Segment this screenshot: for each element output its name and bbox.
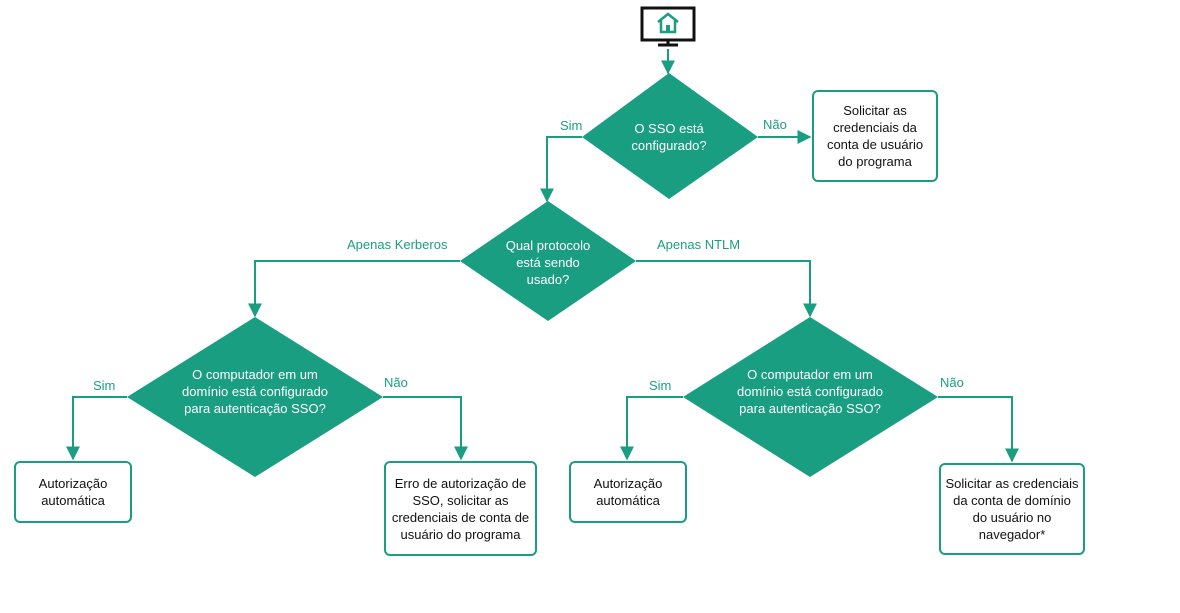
box-domain-credentials: Solicitar as credenciais da conta de domí… xyxy=(939,463,1085,555)
text-line: automática xyxy=(41,493,105,508)
text-line: SSO, solicitar as xyxy=(412,492,509,508)
edge-kerberos-only xyxy=(248,260,460,318)
text-line: usuário do programa xyxy=(400,526,521,542)
text-line: domínio está configurado xyxy=(182,383,328,399)
box-auto-auth-right: Autorização automática xyxy=(569,461,687,523)
decision-sso-configured xyxy=(582,73,758,199)
decision-domain-ntlm xyxy=(683,317,938,477)
box-auto-auth-left: Autorização automática xyxy=(14,461,132,523)
text-line: da conta de domínio xyxy=(953,493,1071,508)
text-line: do usuário no xyxy=(972,510,1052,525)
edge-label-ntlm-no: Não xyxy=(940,375,964,390)
connectors xyxy=(66,49,1019,463)
edge-ntlm-yes xyxy=(620,396,683,461)
monitor-home-icon xyxy=(640,6,696,47)
edge-ntlm-no xyxy=(938,396,1019,463)
text-line: O computador em um xyxy=(747,366,873,382)
decision-protocol xyxy=(460,201,636,321)
edge-sso-yes xyxy=(540,136,582,203)
edge-label-sso-no: Não xyxy=(763,117,787,132)
text-line: do programa xyxy=(838,154,912,169)
text-line: automática xyxy=(596,493,660,508)
text-line: está sendo xyxy=(516,254,580,270)
text-line: Autorização xyxy=(593,476,663,491)
text-line: domínio está configurado xyxy=(737,383,883,399)
text-line: usado? xyxy=(526,271,570,287)
text-line: Autorização xyxy=(38,476,108,491)
edge-label-kerberos-only: Apenas Kerberos xyxy=(347,237,448,252)
text-line: configurado? xyxy=(631,138,707,153)
text-line: Qual protocolo xyxy=(505,237,591,253)
text-line: navegador* xyxy=(978,527,1046,542)
edge-kerberos-no xyxy=(383,396,468,461)
edge-ntlm-only xyxy=(636,260,817,318)
text-line: credenciais de conta de xyxy=(391,509,530,525)
edge-label-sso-yes: Sim xyxy=(560,118,583,133)
text-line: Solicitar as credenciais xyxy=(945,476,1079,491)
edge-label-ntlm-yes: Sim xyxy=(649,378,672,393)
edge-label-kerberos-yes: Sim xyxy=(93,378,116,393)
decision-sso-configured-text: O SSO está configurado? xyxy=(599,107,739,167)
text-line: credenciais da xyxy=(833,120,917,135)
box-program-credentials: Solicitar as credenciais da conta de usuár… xyxy=(812,90,938,182)
text-line: para autenticação SSO? xyxy=(184,400,326,416)
text-line: Erro de autorização de xyxy=(394,475,527,491)
text-line: O SSO está xyxy=(634,121,704,136)
text-line: Solicitar as xyxy=(843,103,907,118)
edge-kerberos-yes xyxy=(66,396,127,461)
text-line: conta de usuário xyxy=(826,137,924,152)
decision-domain-kerberos xyxy=(127,317,383,477)
edge-label-kerberos-no: Não xyxy=(384,375,408,390)
edge-label-ntlm-only: Apenas NTLM xyxy=(657,237,741,252)
text-line: para autenticação SSO? xyxy=(739,400,881,416)
text-line: O computador em um xyxy=(192,366,318,382)
